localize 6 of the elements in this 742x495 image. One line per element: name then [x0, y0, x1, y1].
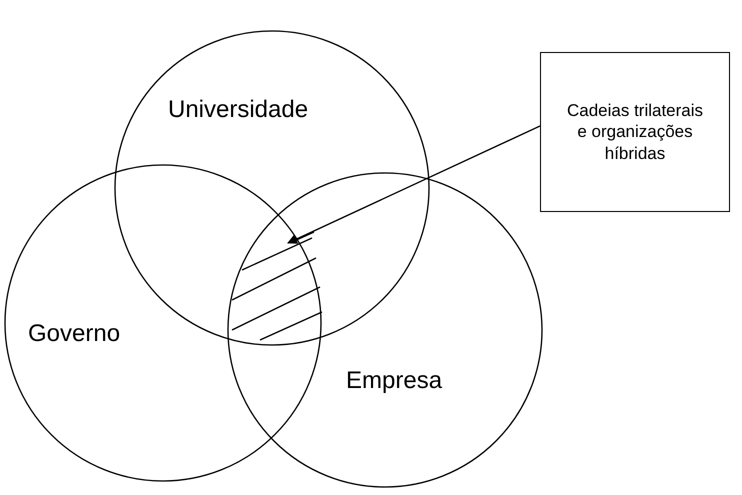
set-label: Empresa — [346, 367, 442, 395]
callout-box — [540, 52, 730, 212]
set-label: Governo — [28, 320, 120, 348]
leader-arrow — [287, 125, 540, 244]
callout-text: Cadeias trilaterais e organizações híbridas — [566, 100, 704, 164]
set-label: Universidade — [168, 96, 308, 124]
